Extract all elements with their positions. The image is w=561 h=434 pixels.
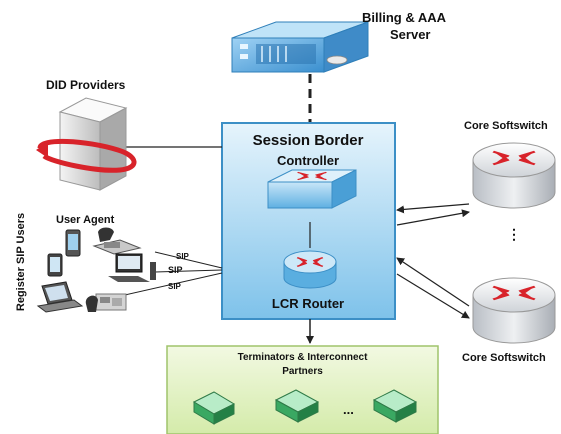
- did-provider-tower-icon: [36, 97, 137, 191]
- core-bottom-arrow-in: [396, 257, 470, 307]
- sip-label-1: SIP: [176, 252, 189, 261]
- billing-server-icon: [231, 21, 369, 73]
- terminators-subtitle: Partners: [282, 366, 323, 377]
- terminators-title: Terminators & Interconnect: [237, 352, 368, 363]
- core-bottom-arrow-out: [396, 273, 470, 319]
- terminators-dots: ...: [343, 402, 354, 417]
- desktop-computer-icon: [108, 253, 156, 282]
- did-providers-label: DID Providers: [46, 78, 126, 92]
- laptop-icon: [36, 281, 84, 313]
- desk-phone-icon: [92, 227, 142, 255]
- core-softswitch-top-icon: [472, 142, 556, 209]
- core-softswitch-top-label: Core Softswitch: [464, 120, 548, 132]
- billing-subtitle: Server: [390, 27, 431, 42]
- terminator-device-icon-3: [372, 389, 418, 423]
- core-top-arrow-in: [396, 203, 470, 214]
- smartphone-icon: [65, 229, 81, 257]
- core-softswitch-bottom-icon: [472, 277, 556, 344]
- core-top-arrow-out: [396, 209, 470, 226]
- sbc-switch-icon: [267, 169, 357, 209]
- core-softswitch-bottom-label: Core Softswitch: [462, 352, 546, 364]
- sip-line-2: [154, 269, 223, 273]
- lcr-router-icon: [283, 250, 337, 289]
- sbc-title: Session Border: [252, 132, 364, 149]
- register-sip-users-label: Register SIP Users: [15, 212, 27, 312]
- lcr-router-label: LCR Router: [271, 296, 345, 311]
- sip-line-3: [124, 272, 223, 296]
- terminator-device-icon-1: [192, 391, 236, 425]
- terminator-device-icon-2: [274, 389, 320, 423]
- ip-phone-icon: [85, 293, 127, 312]
- user-agent-label: User Agent: [56, 214, 115, 226]
- core-softswitch-dots: ⋮: [507, 226, 521, 242]
- tablet-icon: [47, 253, 63, 277]
- billing-title: Billing & AAA: [362, 10, 447, 25]
- sbc-subtitle: Controller: [276, 153, 340, 168]
- sip-label-2: SIP: [168, 265, 183, 275]
- sip-line-1: [154, 251, 223, 269]
- sip-label-3: SIP: [168, 282, 181, 291]
